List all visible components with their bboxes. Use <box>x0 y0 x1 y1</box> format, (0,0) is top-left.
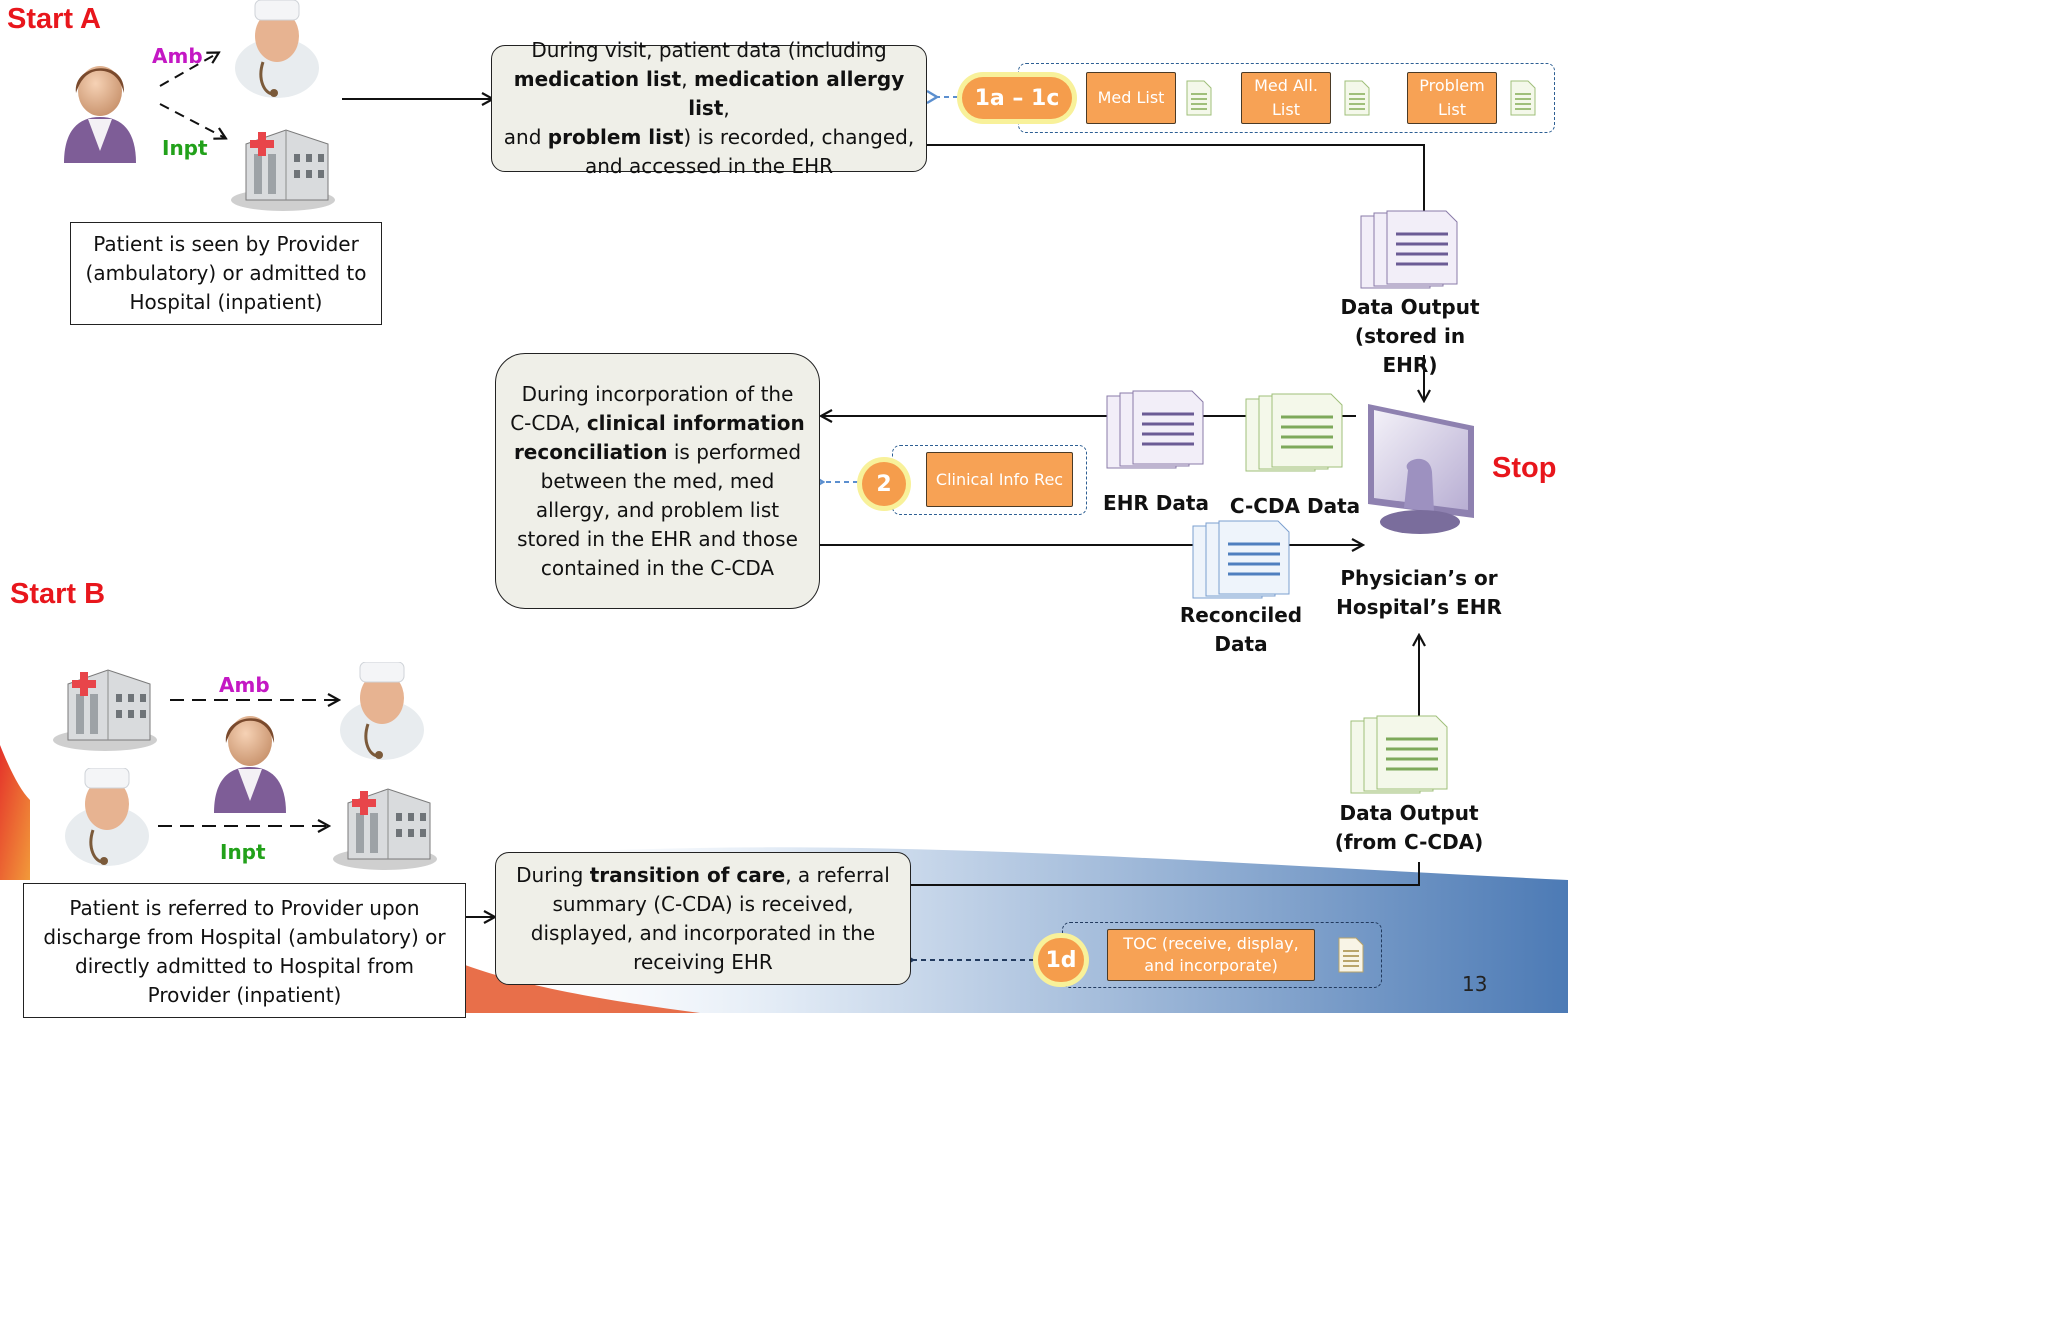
ehr-output-document-stack-icon <box>1360 210 1458 289</box>
ehr-data-caption: EHR Data <box>1103 491 1209 515</box>
criteria-1d-badge: 1d <box>1038 938 1084 982</box>
med-list-button[interactable]: Med List <box>1086 72 1176 124</box>
reconciled-data-caption: Reconciled Data <box>1179 603 1303 656</box>
start-b-caption: Patient is referred to Provider upon dis… <box>23 883 466 1018</box>
start-a-amb-arrow <box>159 53 218 87</box>
hospital-icon <box>53 669 157 751</box>
data-output-ccda-caption: Data Output (from C-CDA) <box>1334 801 1484 854</box>
doctor-icon <box>65 768 149 866</box>
physician-ehr-caption: Physician’s or Hospital’s EHR <box>1336 566 1502 619</box>
reconcile-process-box: During incorporation of the C-CDA, clini… <box>495 353 820 609</box>
med-allergy-list-button[interactable]: Med All. List <box>1241 72 1331 124</box>
page-number: 13 <box>1462 972 1488 996</box>
document-icon <box>1510 80 1536 116</box>
doctor-icon <box>235 0 319 98</box>
transition-to-output-line <box>910 862 1420 886</box>
start-a-amb-label: Amb <box>152 44 203 68</box>
reconciled-data-document-stack-icon <box>1192 520 1290 599</box>
clinical-info-rec-button[interactable]: Clinical Info Rec <box>926 452 1073 507</box>
stop-label: Stop <box>1492 452 1557 484</box>
document-icon <box>1186 80 1212 116</box>
start-a-label: Start A <box>7 3 101 35</box>
start-a-caption: Patient is seen by Provider (ambulatory)… <box>70 222 382 325</box>
start-b-amb-label: Amb <box>219 673 270 697</box>
computer-monitor-icon <box>1368 404 1474 534</box>
visit-process-box: During visit, patient data (including me… <box>491 38 927 178</box>
visit-to-output-line <box>926 144 1425 212</box>
hospital-icon <box>231 129 335 211</box>
ccda-data-document-stack-icon <box>1245 393 1343 472</box>
start-b-label: Start B <box>10 578 106 610</box>
document-icon <box>1338 937 1364 973</box>
start-a-inpt-label: Inpt <box>162 136 208 160</box>
toc-button[interactable]: TOC (receive, display, and incorporate) <box>1107 929 1315 981</box>
ccda-output-document-stack-icon <box>1350 715 1448 794</box>
transition-process-box: During transition of care, a referral su… <box>495 852 911 985</box>
document-icon <box>1344 80 1370 116</box>
start-a-inpt-arrow <box>159 103 225 138</box>
patient-person-icon <box>64 66 136 163</box>
problem-list-button[interactable]: Problem List <box>1407 72 1497 124</box>
data-output-ehr-caption: Data Output (stored in EHR) <box>1340 295 1480 377</box>
ccda-data-caption: C-CDA Data <box>1229 494 1361 518</box>
start-b-inpt-label: Inpt <box>220 840 266 864</box>
hospital-icon <box>333 788 437 870</box>
criteria-1-badge: 1a – 1c <box>962 77 1072 119</box>
ehr-data-document-stack-icon <box>1106 390 1204 469</box>
criteria-2-badge: 2 <box>862 462 906 506</box>
patient-person-icon <box>214 716 286 813</box>
doctor-icon <box>340 662 424 760</box>
